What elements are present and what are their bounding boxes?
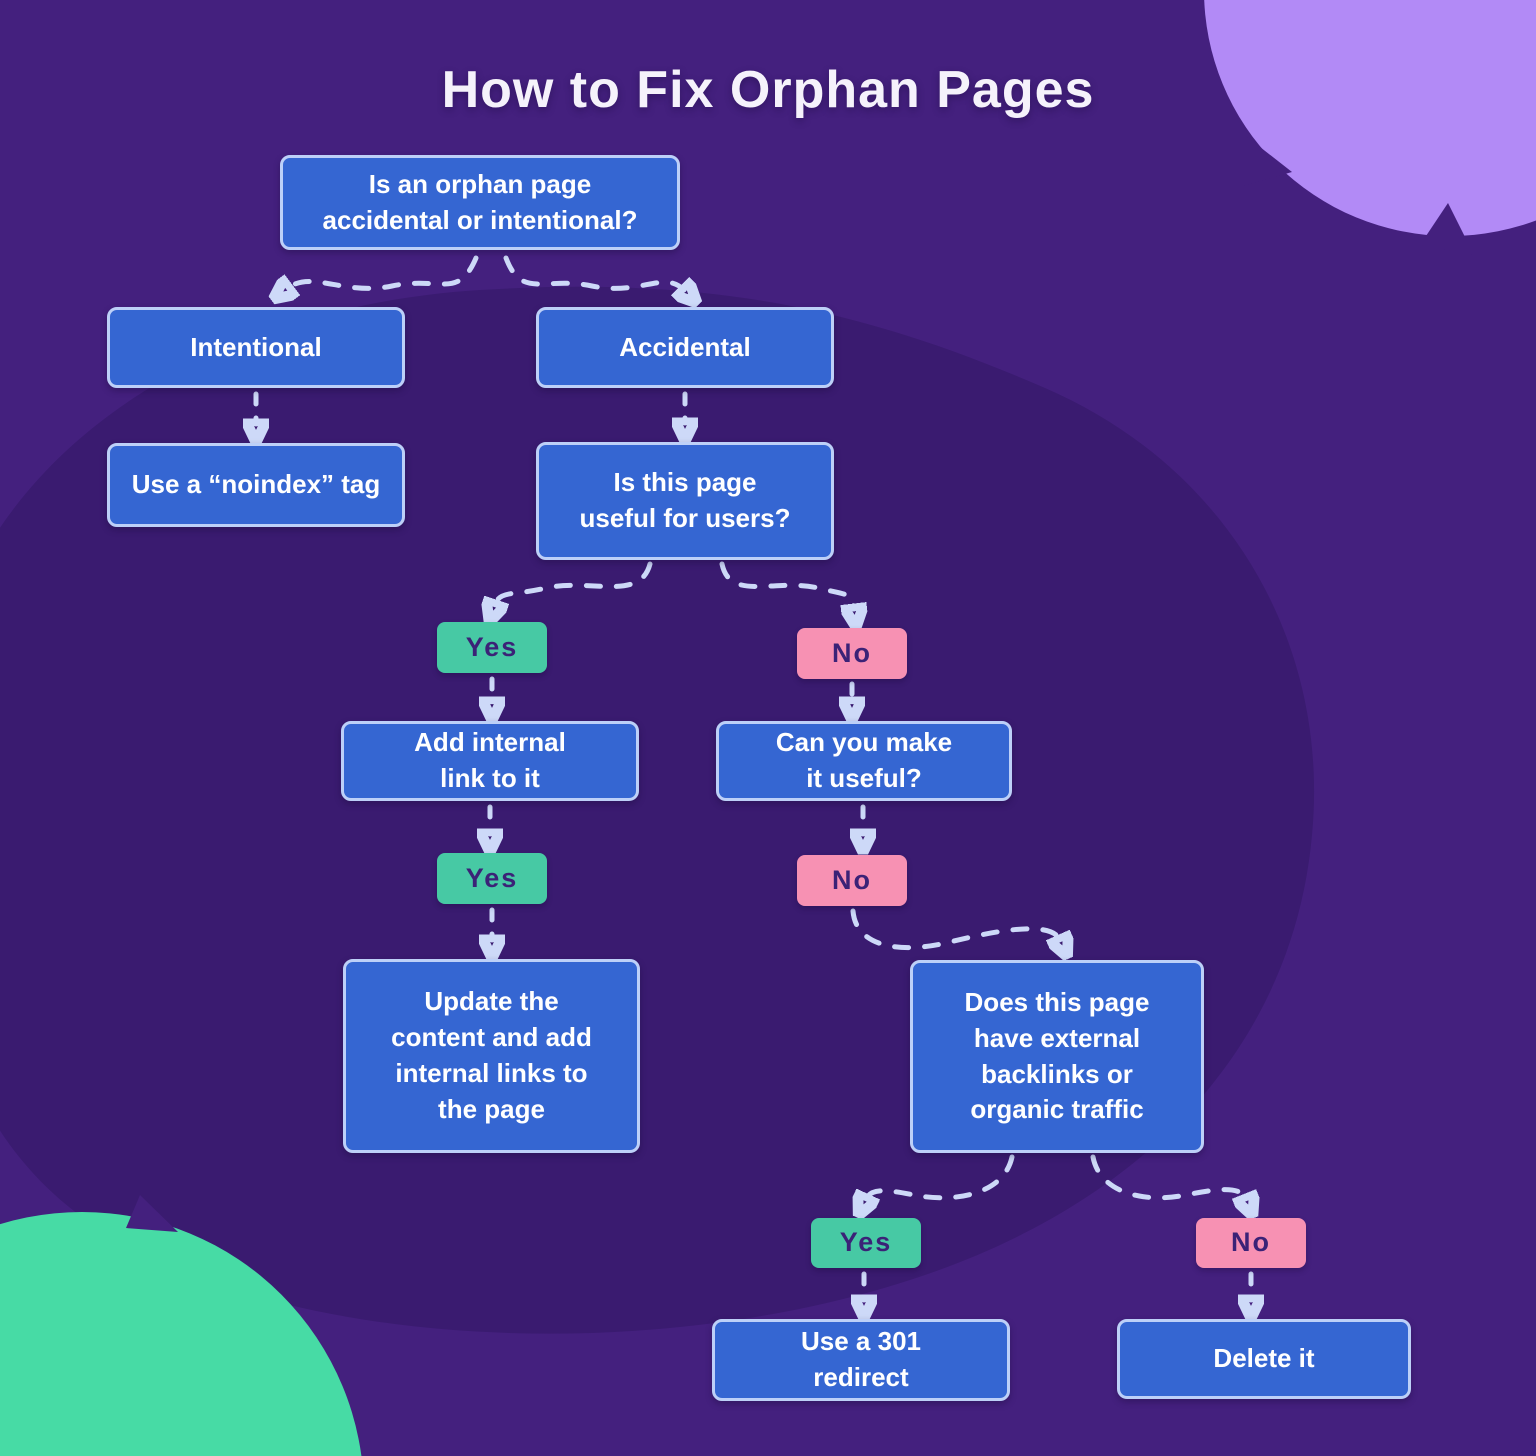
- green-corner-blob: [0, 1212, 362, 1456]
- label-yes-2: Yes: [437, 853, 547, 904]
- label-yes-3: Yes: [811, 1218, 921, 1268]
- purple-corner-blob: [1204, 0, 1536, 236]
- label-no-1: No: [797, 628, 907, 679]
- label-no-2: No: [797, 855, 907, 906]
- node-accidental: Accidental: [536, 307, 834, 388]
- purple-blob-notch: [1243, 136, 1292, 186]
- node-update-content: Update the content and add internal link…: [343, 959, 640, 1153]
- node-question-make-it-useful: Can you make it useful?: [716, 721, 1012, 801]
- node-use-noindex-tag: Use a “noindex” tag: [107, 443, 405, 527]
- node-question-backlinks-or-traffic: Does this page have external backlinks o…: [910, 960, 1204, 1153]
- edge-no2-backlinks: [850, 908, 1060, 948]
- green-blob-notch: [126, 1195, 178, 1232]
- node-intentional: Intentional: [107, 307, 405, 388]
- edge-root-accidental: [503, 255, 684, 290]
- node-question-accidental-or-intentional: Is an orphan page accidental or intentio…: [280, 155, 680, 250]
- node-question-useful-for-users: Is this page useful for users?: [536, 442, 834, 560]
- node-delete-it: Delete it: [1117, 1319, 1411, 1399]
- edge-root-intentional: [288, 255, 479, 288]
- node-add-internal-link: Add internal link to it: [341, 721, 639, 801]
- node-use-301-redirect: Use a 301 redirect: [712, 1319, 1010, 1401]
- label-yes-1: Yes: [437, 622, 547, 673]
- page-title: How to Fix Orphan Pages: [441, 61, 1095, 119]
- edge-useful-no: [719, 561, 854, 609]
- edge-backlinks-no: [1090, 1154, 1246, 1199]
- edge-useful-yes: [495, 561, 653, 605]
- purple-blob-notch: [1420, 203, 1474, 255]
- edge-backlinks-yes: [866, 1154, 1015, 1199]
- label-no-3: No: [1196, 1218, 1306, 1268]
